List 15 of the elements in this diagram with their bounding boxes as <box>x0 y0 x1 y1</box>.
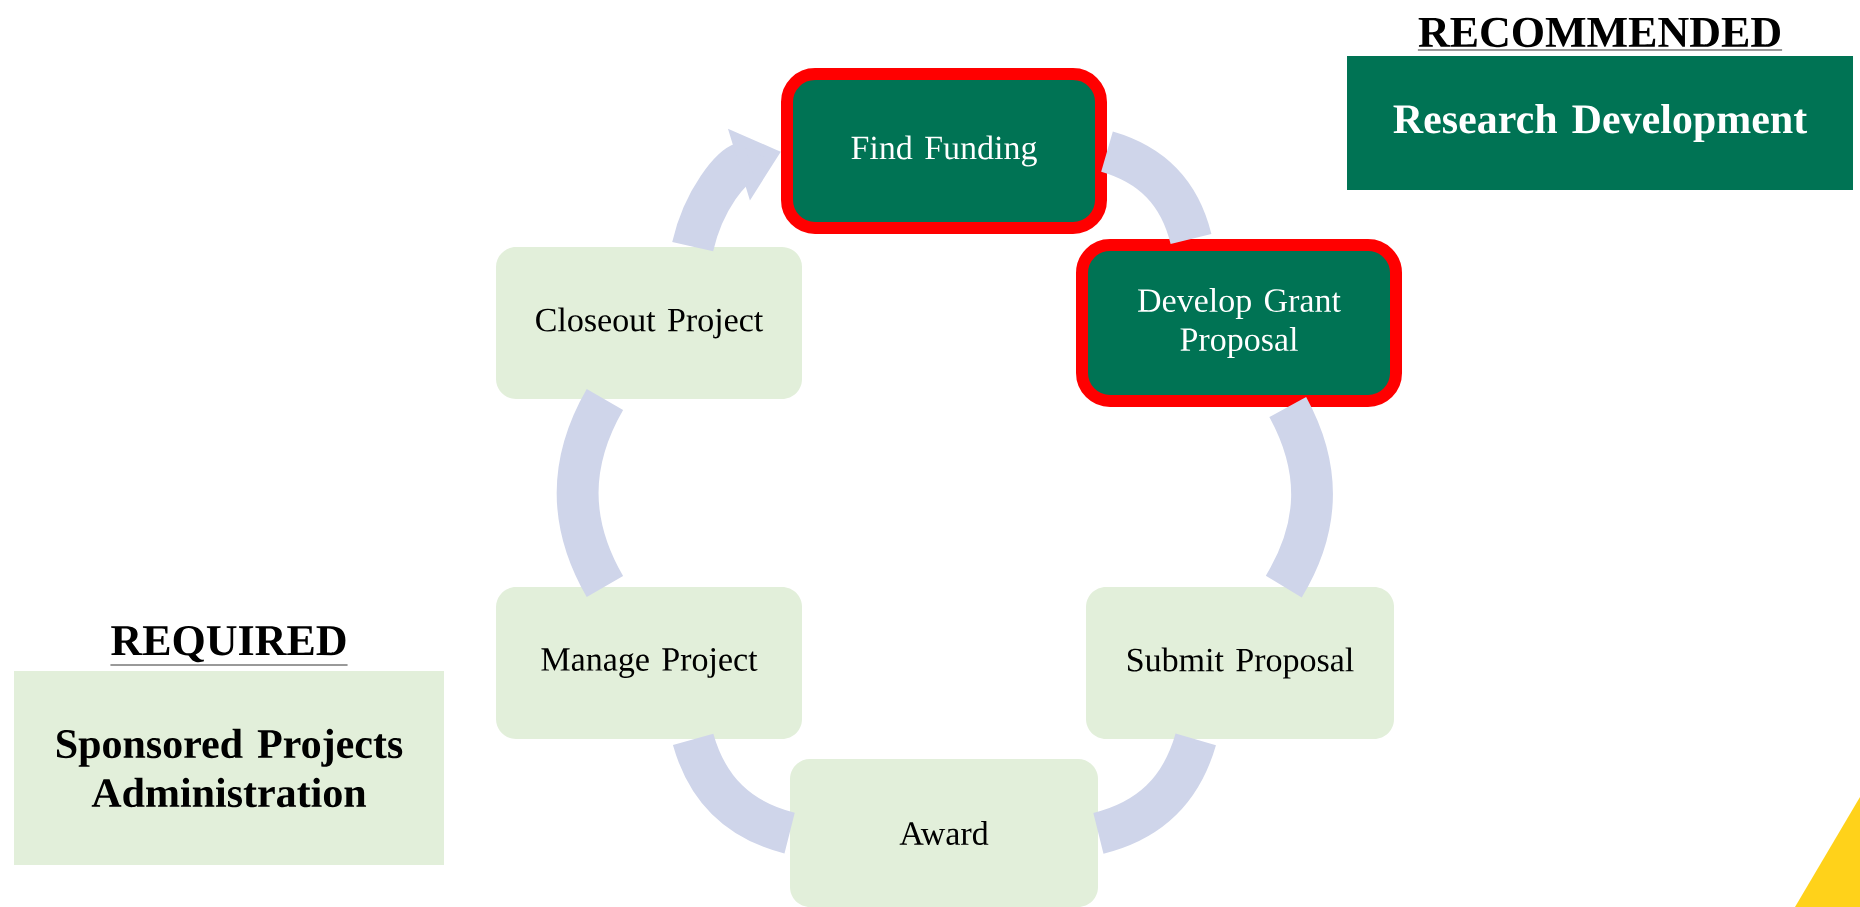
highlighted-step-box: Find Funding <box>781 68 1107 234</box>
ring-arc <box>1265 397 1334 597</box>
ring-arc <box>556 389 624 597</box>
highlighted-step-box: Develop Grant Proposal <box>1076 239 1402 407</box>
step-box: Closeout Project <box>496 247 802 399</box>
ring-arc <box>673 733 796 854</box>
heading: REQUIRED <box>110 625 348 666</box>
step-box: Award <box>790 759 1098 907</box>
ring-arc <box>1092 732 1216 854</box>
step-box: Submit Proposal <box>1086 587 1394 739</box>
heading: RECOMMENDED <box>1417 17 1783 51</box>
ring-arc <box>1100 131 1212 245</box>
info-box: Research Development <box>1347 56 1853 190</box>
info-box: Sponsored Projects Administration <box>14 671 444 865</box>
step-box: Manage Project <box>496 587 802 739</box>
